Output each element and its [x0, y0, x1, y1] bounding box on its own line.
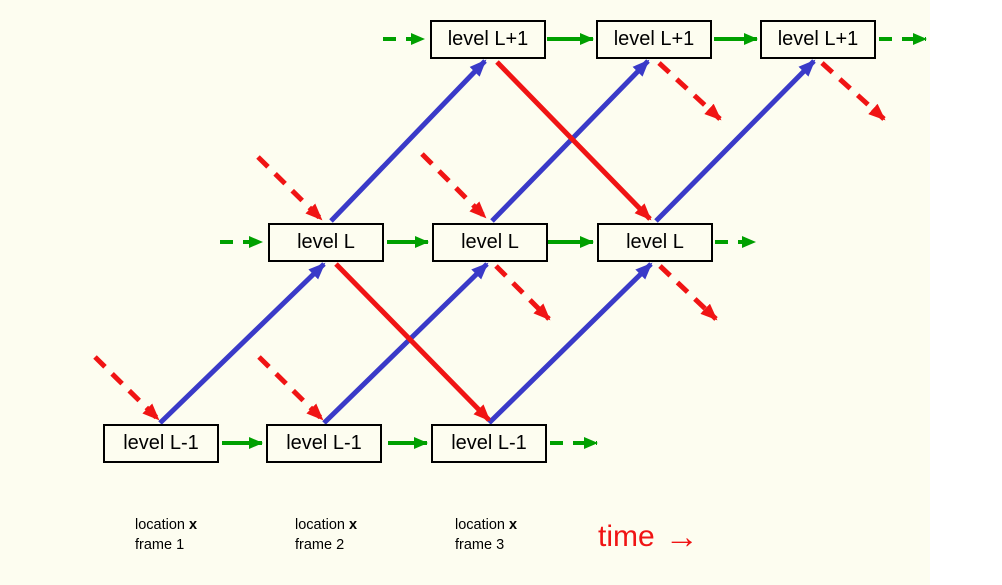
- column-label-frame2: location x frame 2: [295, 515, 357, 555]
- location-line: location x: [455, 517, 518, 533]
- location-variable: x: [189, 517, 198, 533]
- red-arrow-top1-middle3: [495, 60, 652, 221]
- box-level-down-frame2: level L-1: [266, 424, 382, 463]
- box-level-up-frame3: level L+1: [760, 20, 876, 59]
- box-level-l-frame2: level L: [432, 223, 548, 262]
- red-arrow-middle1-bottom3: [334, 262, 491, 422]
- frame-line: frame 1: [135, 537, 185, 553]
- blue-arrow-bottom2-middle2: [322, 262, 489, 425]
- frame-line: frame 2: [295, 537, 345, 553]
- red-dashed-arrow-out-middle2: [494, 264, 551, 321]
- column-label-frame3: location x frame 3: [455, 515, 517, 555]
- box-level-up-frame1: level L+1: [430, 20, 546, 59]
- red-dashed-arrow-in-middle1: [256, 155, 323, 221]
- location-variable: x: [349, 517, 358, 533]
- box-level-l-frame1: level L: [268, 223, 384, 262]
- red-dashed-arrow-in-bottom2: [257, 355, 324, 421]
- red-dashed-arrow-out-top2: [657, 61, 722, 121]
- blue-arrow-bottom1-middle1: [158, 262, 326, 425]
- time-arrow-icon: →: [664, 518, 699, 556]
- blue-arrow-middle2-top2: [490, 59, 650, 223]
- box-level-down-frame1: level L-1: [103, 424, 219, 463]
- box-level-down-frame3: level L-1: [431, 424, 547, 463]
- red-dashed-arrow-in-middle2: [420, 152, 487, 219]
- red-dashed-arrow-out-top3: [820, 61, 886, 121]
- location-line: location x: [295, 517, 358, 533]
- box-level-l-frame3: level L: [597, 223, 713, 262]
- time-text: time: [598, 520, 655, 553]
- red-dashed-arrow-in-bottom1: [93, 355, 160, 421]
- blue-arrow-middle3-top3: [654, 59, 816, 223]
- frame-line: frame 3: [455, 537, 505, 553]
- location-variable: x: [509, 517, 518, 533]
- time-axis-label: time →: [598, 520, 699, 554]
- red-dashed-arrow-out-middle3: [658, 264, 718, 321]
- blue-arrow-bottom3-middle3: [487, 262, 653, 425]
- location-line: location x: [135, 517, 198, 533]
- blue-arrow-middle1-top1: [329, 59, 487, 223]
- column-label-frame1: location x frame 1: [135, 515, 197, 555]
- box-level-up-frame2: level L+1: [596, 20, 712, 59]
